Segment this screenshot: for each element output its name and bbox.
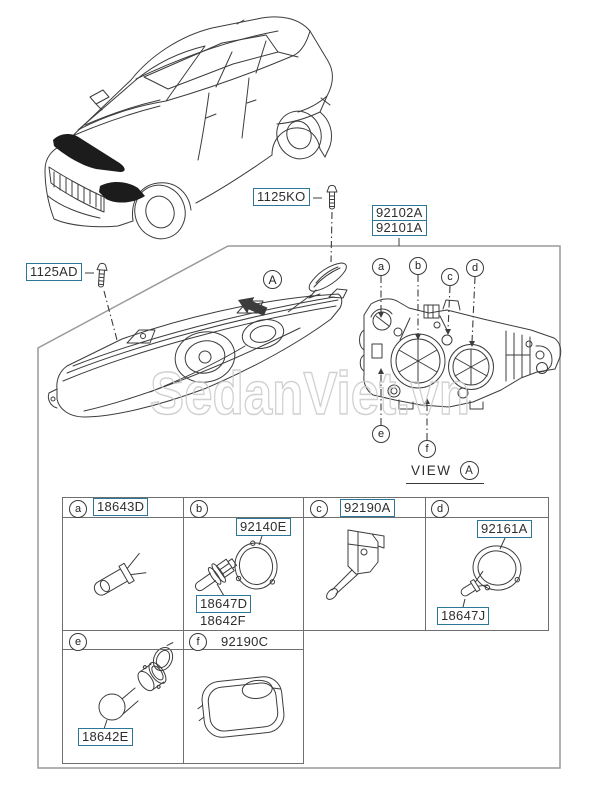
callout-letter: f — [425, 443, 429, 455]
part-label-18642E[interactable]: 18642E — [78, 728, 133, 746]
part-art-92161A — [472, 537, 522, 591]
diagram-callout-a: a — [372, 258, 390, 276]
view-ref-letter: A — [465, 464, 473, 477]
diagram-callout-f: f — [418, 440, 436, 458]
headlamp-bracket — [287, 262, 347, 313]
table-cell-f — [183, 630, 304, 764]
rear-wheel-icon — [276, 110, 322, 160]
part-art-18647J — [460, 570, 489, 608]
part-label-assembly[interactable]: 92102A 92101A — [372, 205, 427, 236]
part-label-18643D[interactable]: 18643D — [93, 498, 149, 516]
table-callout-f: f — [189, 633, 207, 651]
grille-icon — [48, 166, 105, 213]
callout-letter: f — [196, 636, 200, 648]
part-label-18642F: 18642F — [200, 613, 246, 628]
callout-letter: a — [377, 261, 385, 273]
part-art-18643D — [93, 552, 147, 596]
callout-leader-lines — [378, 275, 476, 440]
table-callout-a: a — [69, 500, 87, 518]
part-art-18642E — [98, 642, 174, 730]
view-label: VIEW A — [406, 461, 484, 484]
watermark-text: SedanViet.vn — [150, 360, 470, 427]
side-mirror-icon — [89, 89, 110, 111]
part-label-92102A[interactable]: 92102A — [373, 206, 426, 221]
table-callout-c: c — [310, 500, 328, 518]
diagram-callout-d: d — [466, 259, 484, 277]
front-wheel-icon — [134, 184, 186, 240]
callout-letter: d — [436, 503, 444, 515]
car-illustration — [44, 16, 333, 240]
table-callout-d: d — [431, 500, 449, 518]
callout-letter: e — [74, 636, 82, 648]
part-label-92190C: 92190C — [221, 634, 269, 649]
headlamp-front-view — [47, 288, 348, 418]
view-ref-letter: A — [268, 272, 277, 287]
callout-letter: c — [316, 503, 322, 515]
part-art-92190A — [326, 529, 385, 600]
part-label-18647D[interactable]: 18647D — [196, 595, 252, 613]
table-header-row1-divider — [63, 498, 548, 518]
part-label-1125KO[interactable]: 1125KO — [253, 188, 310, 206]
part-art-18647D — [194, 558, 238, 597]
part-label-18647J[interactable]: 18647J — [437, 607, 490, 625]
bolt-icon-left — [95, 262, 108, 288]
callout-letter: c — [447, 271, 453, 283]
part-label-1125AD[interactable]: 1125AD — [26, 263, 82, 281]
part-label-92140E[interactable]: 92140E — [236, 518, 291, 536]
table-header-row2-divider — [63, 631, 303, 650]
callout-letter: e — [377, 428, 385, 440]
part-label-92190A[interactable]: 92190A — [340, 499, 395, 517]
bolt-icon-top — [326, 184, 338, 210]
diagram-callout-b: b — [409, 257, 427, 275]
diagram-callout-c: c — [441, 268, 459, 286]
main-panel-border — [37, 245, 561, 769]
callout-letter: b — [414, 260, 422, 272]
table-callout-b: b — [190, 500, 208, 518]
part-art-92140E — [234, 535, 278, 590]
callout-letter: b — [195, 503, 203, 515]
view-ref-circle-A: A — [263, 270, 282, 289]
part-label-92101A[interactable]: 92101A — [376, 220, 423, 235]
callout-letter: d — [471, 262, 479, 274]
table-callout-e: e — [69, 633, 87, 651]
part-label-92161A[interactable]: 92161A — [477, 520, 532, 538]
table-cell-d — [425, 497, 549, 631]
car-left-headlamp-shade — [53, 134, 125, 172]
diagram-callout-e: e — [372, 425, 390, 443]
part-art-92190C — [197, 676, 285, 738]
view-word: VIEW — [411, 463, 452, 478]
callout-letter: a — [74, 503, 82, 515]
car-right-headlamp-shade — [99, 182, 145, 203]
view-ref-circle: A — [459, 461, 479, 480]
